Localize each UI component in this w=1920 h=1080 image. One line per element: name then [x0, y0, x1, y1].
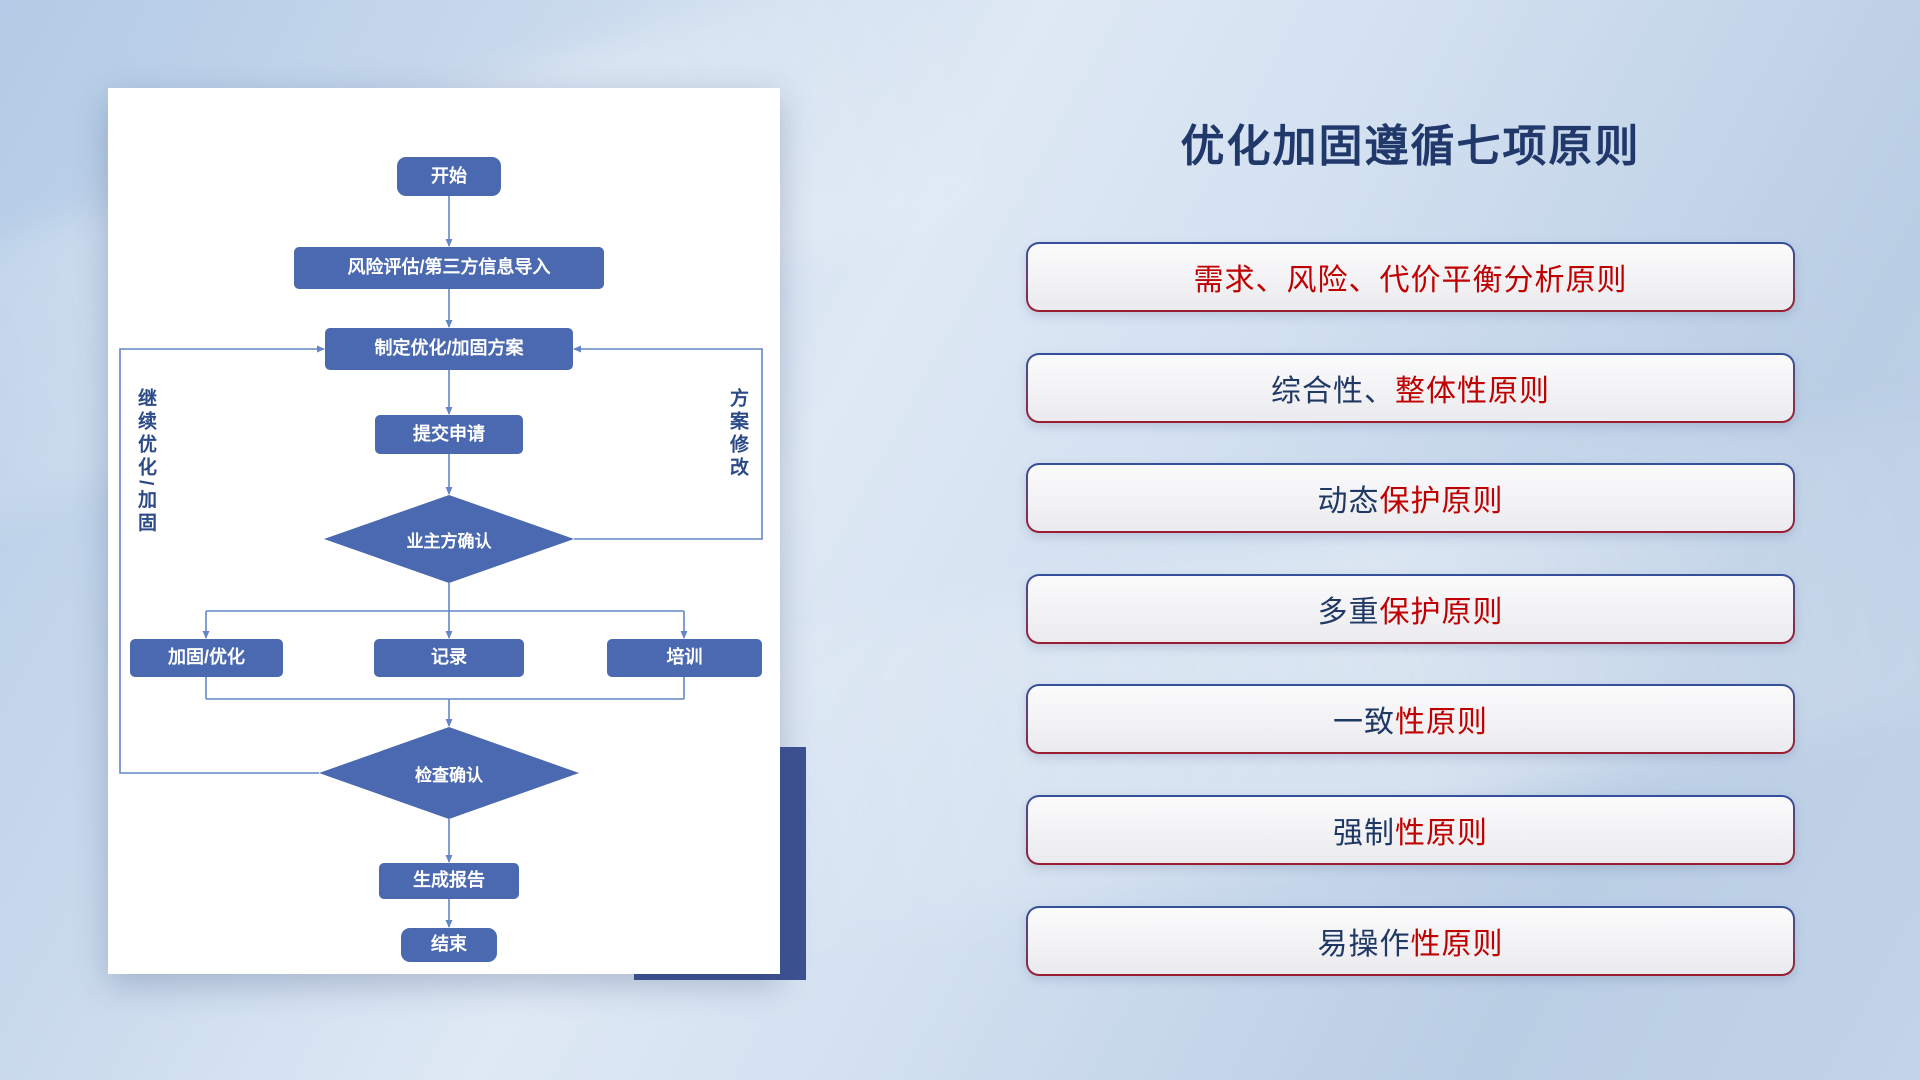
principle-box: 强制性原则 — [1026, 794, 1795, 865]
node-plan: 制定优化/加固方案 — [325, 328, 573, 370]
principle-label: 易操作性原则 — [1028, 907, 1793, 974]
principle-text-blue: 多重 — [1317, 595, 1380, 629]
principle-text-red: 整体性原则 — [1395, 374, 1550, 408]
node-end: 结束 — [401, 928, 497, 962]
flowchart-panel: 开始 风险评估/第三方信息导入 制定优化/加固方案 提交申请 业主方确认 加固/… — [108, 88, 780, 974]
principle-text-red: 保护原则 — [1379, 595, 1504, 629]
principle-box: 需求、风险、代价平衡分析原则 — [1026, 242, 1795, 312]
left-loop-label: 继续优化/加固 — [135, 388, 156, 536]
principle-label: 综合性、整体性原则 — [1028, 354, 1793, 421]
right-loop-label: 方案修改 — [727, 388, 748, 480]
principle-text-red: 性原则 — [1410, 927, 1504, 961]
principle-box: 易操作性原则 — [1026, 905, 1795, 976]
principle-text-blue: 强制 — [1333, 816, 1395, 850]
principle-box: 动态保护原则 — [1026, 463, 1795, 534]
principle-text-blue: 易操作 — [1317, 927, 1411, 961]
page-title: 优化加固遵循七项原则 — [1180, 122, 1641, 171]
principle-box: 多重保护原则 — [1026, 573, 1795, 644]
principle-text-red: 性原则 — [1395, 706, 1488, 740]
node-record: 记录 — [374, 639, 524, 677]
node-reinforce: 加固/优化 — [130, 639, 283, 677]
node-submit: 提交申请 — [375, 415, 523, 454]
principle-box: 综合性、整体性原则 — [1026, 352, 1795, 423]
principle-text-red: 性原则 — [1395, 816, 1488, 850]
principle-label: 需求、风险、代价平衡分析原则 — [1028, 244, 1793, 310]
principle-text-red: 保护原则 — [1379, 485, 1504, 519]
node-report: 生成报告 — [379, 863, 519, 899]
node-training: 培训 — [607, 639, 762, 677]
principle-text-red: 需求、风险、代价平衡分析原则 — [1193, 264, 1628, 297]
principle-label: 一致性原则 — [1028, 686, 1793, 753]
principle-label: 强制性原则 — [1028, 796, 1793, 863]
flowchart-connectors — [119, 196, 763, 928]
principles-list: 需求、风险、代价平衡分析原则 综合性、整体性原则 动态保护原则 多重保护原则 一… — [1026, 242, 1795, 976]
principle-label: 动态保护原则 — [1028, 465, 1793, 532]
principle-text-blue: 一致 — [1333, 706, 1395, 740]
principle-label: 多重保护原则 — [1028, 575, 1793, 642]
principle-text-blue: 动态 — [1317, 485, 1380, 519]
node-risk-import: 风险评估/第三方信息导入 — [294, 247, 604, 289]
principle-box: 一致性原则 — [1026, 684, 1795, 755]
principle-text-blue: 综合性、 — [1271, 374, 1395, 408]
node-start: 开始 — [397, 157, 501, 196]
